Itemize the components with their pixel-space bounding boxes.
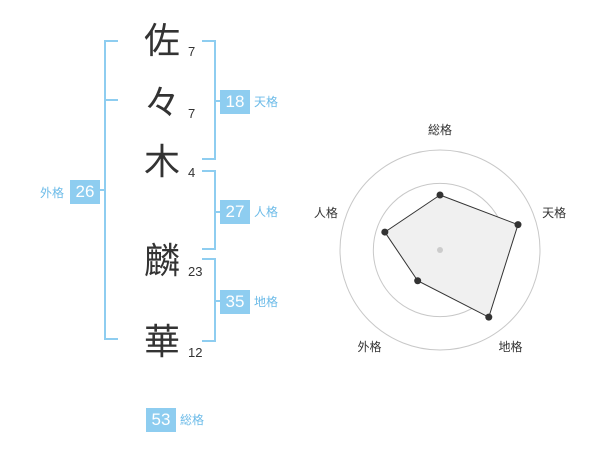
name-char-4: 麟 <box>143 241 180 282</box>
stroke-count-2: 7 <box>188 106 196 121</box>
stroke-count-3: 4 <box>188 165 196 180</box>
jinkaku-label: 人格 <box>254 205 279 219</box>
jinkaku-bracket-tick <box>214 211 222 213</box>
tenkaku-label: 天格 <box>254 95 279 109</box>
jinkaku-bracket <box>202 170 216 250</box>
gaikaku-label: 外格 <box>40 186 65 200</box>
tenkaku-bracket-tick <box>214 100 222 102</box>
chikaku-label: 地格 <box>254 295 279 309</box>
stroke-count-4: 23 <box>188 264 203 279</box>
name-char-1: 佐 <box>143 21 180 62</box>
gaikaku-badge: 26 <box>70 180 100 204</box>
radar-point-4 <box>414 277 422 285</box>
name-char-5: 華 <box>143 322 180 363</box>
name-char-3: 木 <box>143 142 180 183</box>
stroke-count-5: 12 <box>188 345 203 360</box>
gaikaku-bracket <box>104 40 118 340</box>
radar-point-3 <box>485 313 493 321</box>
radar-axis-label-3: 地格 <box>499 339 523 354</box>
jinkaku-badge: 27 <box>220 200 250 224</box>
stroke-count-1: 7 <box>188 44 196 59</box>
radar-center-dot <box>437 247 443 253</box>
gaikaku-bracket-divider <box>104 99 118 101</box>
radar-axis-label-1: 総格 <box>428 122 452 137</box>
gaikaku-bracket-tick <box>96 189 106 191</box>
soukaku-label: 総格 <box>180 413 205 427</box>
chikaku-badge: 35 <box>220 290 250 314</box>
radar-axis-label-2: 天格 <box>542 205 566 220</box>
radar-ring-3 <box>339 149 541 351</box>
chikaku-bracket-tick <box>214 300 222 302</box>
soukaku-badge: 53 <box>146 408 176 432</box>
radar-point-1 <box>436 191 444 199</box>
tenkaku-badge: 18 <box>220 90 250 114</box>
radar-axis-label-4: 外格 <box>357 339 381 354</box>
radar-series-area <box>384 194 519 318</box>
radar-point-5 <box>381 228 389 236</box>
name-char-2: 々 <box>143 83 180 124</box>
radar-axis-label-5: 人格 <box>314 205 338 220</box>
radar-point-2 <box>514 221 522 229</box>
